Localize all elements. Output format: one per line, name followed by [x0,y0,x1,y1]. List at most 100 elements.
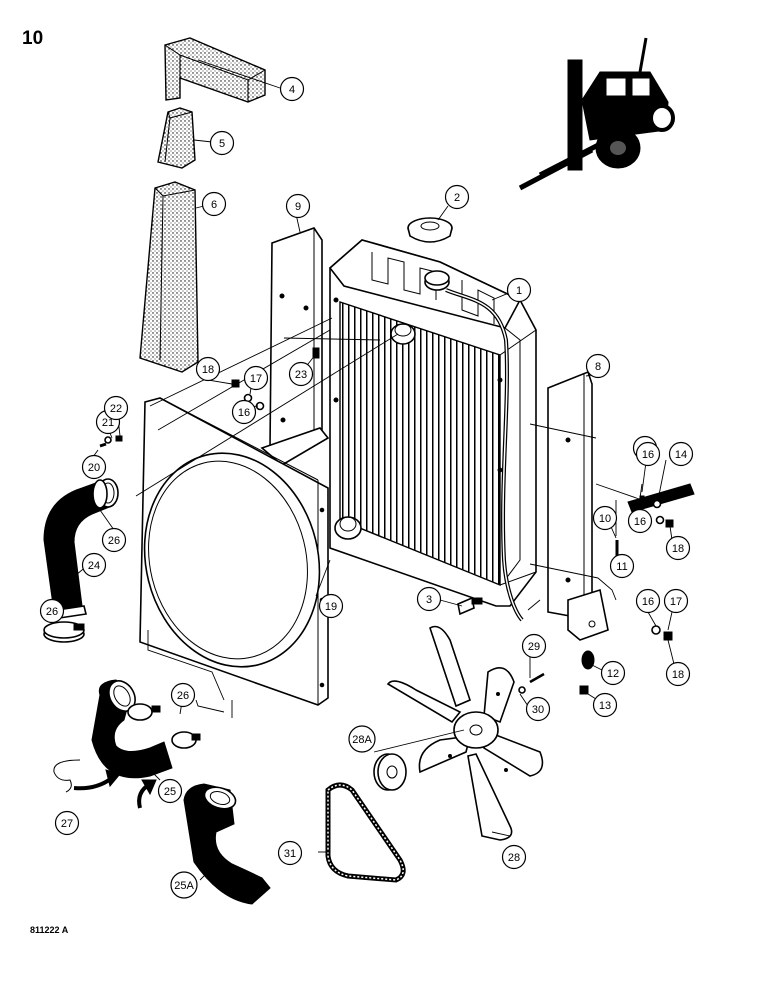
callout-2: 2 [444,184,470,210]
callout-number: 21 [102,417,114,429]
callout-23: 23 [288,361,314,387]
callout-26: 26 [101,527,127,553]
callout-number: 28A [352,734,372,746]
callout-28: 28 [501,844,527,870]
callout-number: 14 [675,449,687,461]
callout-circle [170,871,198,899]
callout-circle [665,661,691,687]
callout-circle [635,441,661,467]
callout-circle [81,552,107,578]
callout-16: 16 [231,399,257,425]
callout-20: 20 [81,454,107,480]
callout-16: 16 [635,588,661,614]
callout-circle [592,692,618,718]
callout-circle [506,277,532,303]
callout-circle [600,660,626,686]
callout-25: 25 [157,778,183,804]
callout-number: 26 [108,535,120,547]
callout-3: 3 [416,586,442,612]
part-4-foam-seal [164,37,266,103]
callout-13: 13 [592,692,618,718]
part-26-hose-clamp [43,479,108,643]
callout-circle [277,840,303,866]
callout-4: 4 [279,76,305,102]
reference-code: 811222 A [30,925,69,935]
callout-circle [416,586,442,612]
callout-circle [279,76,305,102]
callout-17: 17 [243,365,269,391]
callout-5: 5 [209,130,235,156]
callout-circle [444,184,470,210]
part-27-hose-clip [53,759,81,793]
callout-number: 22 [110,403,122,415]
forklift-icon [518,37,675,191]
callout-number: 12 [607,668,619,680]
callout-circle [627,508,653,534]
part-6-foam-seal [139,181,199,373]
callout-circle [285,193,311,219]
callout-26: 26 [170,682,196,708]
callout-8: 8 [585,353,611,379]
callout-17: 17 [663,588,689,614]
callout-number: 29 [528,641,540,653]
callout-number: 31 [284,848,296,860]
callout-circle [635,588,661,614]
callout-number: 16 [634,516,646,528]
callout-number: 17 [670,596,682,608]
callout-circle [318,593,344,619]
callout-number: 27 [61,818,73,830]
part-19-fan-shroud [139,397,329,706]
callout-number: 25A [174,880,194,892]
page-number: 10 [22,28,44,49]
callout-9: 9 [285,193,311,219]
callout-28a: 28A [348,725,376,753]
callout-29: 29 [521,633,547,659]
part-28-fan [386,625,544,841]
part-31-fan-belt [325,782,406,883]
callout-circle [201,191,227,217]
callout-number: 20 [88,462,100,474]
callout-number: 30 [532,704,544,716]
callout-labels: 1234568910111213141516161616171718181819… [39,76,694,899]
callout-circle [663,588,689,614]
callout-circle [501,844,527,870]
callout-25a: 25A [170,871,198,899]
callout-22: 22 [103,395,129,421]
callout-circle [288,361,314,387]
callout-18: 18 [665,535,691,561]
arrow-icon [73,769,157,809]
callout-circle [209,130,235,156]
callout-number: 18 [202,364,214,376]
part-1-radiator [328,239,537,622]
callout-number: 25 [164,786,176,798]
callout-10: 10 [592,505,618,531]
callout-11: 11 [609,553,635,579]
callout-circle [39,598,65,624]
callout-number: 23 [295,369,307,381]
callout-14: 14 [668,441,694,467]
callout-6: 6 [201,191,227,217]
callout-30: 30 [525,696,551,722]
callout-number: 26 [177,690,189,702]
part-14-mounting-pad [627,483,695,513]
callout-number: 6 [211,199,217,211]
callout-number: 9 [295,201,301,213]
callout-number: 16 [238,407,250,419]
callout-circle [348,725,376,753]
callout-16: 16 [635,441,661,467]
callout-18: 18 [195,356,221,382]
callout-26: 26 [39,598,65,624]
callout-number: 16 [642,596,654,608]
callout-circle [103,395,129,421]
callout-number: 19 [325,601,337,613]
callout-number: 8 [595,361,601,373]
callout-circle [525,696,551,722]
callout-number: 5 [219,138,225,150]
callout-circle [243,365,269,391]
callout-16: 16 [627,508,653,534]
callout-number: 11 [616,561,627,573]
callout-number: 17 [250,373,262,385]
callout-circle [101,527,127,553]
callout-circle [170,682,196,708]
